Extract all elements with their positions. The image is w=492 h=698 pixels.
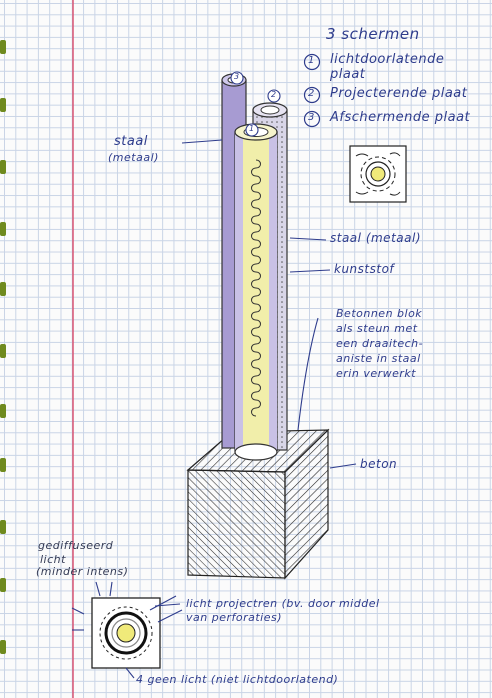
block-note: Betonnen blok als steun met een draaitec… xyxy=(336,308,423,379)
legend-item-1-number: 1 xyxy=(308,55,315,66)
legend-item-1-text: lichtdoorlatende plaat xyxy=(330,52,480,82)
tube-1-number: 1 xyxy=(249,124,255,133)
label-diffuse-2: licht xyxy=(40,553,66,566)
legend-item-1-label: lichtdoorlatende plaat xyxy=(330,52,445,82)
legend-item-3-number: 3 xyxy=(308,112,315,123)
label-projection-2: van perforaties) xyxy=(186,611,283,624)
tube-number-markers xyxy=(230,71,281,137)
tube-3-number: 3 xyxy=(234,72,240,81)
label-staal-left: staal xyxy=(114,134,148,149)
tube-1 xyxy=(234,123,278,461)
label-no-light: 4 geen licht (niet lichtdoorlatend) xyxy=(136,673,339,686)
legend-circles xyxy=(303,53,321,128)
legend-item-2-number: 2 xyxy=(308,88,315,99)
label-kunststof: kunststof xyxy=(334,262,395,276)
top-view-small xyxy=(349,145,407,203)
label-diffuse-1: gediffuseerd xyxy=(38,539,114,552)
concrete-block xyxy=(186,428,330,580)
label-staal-right: staal (metaal) xyxy=(330,231,421,245)
leader-lines xyxy=(71,139,357,679)
label-diffuse-3: (minder intens) xyxy=(36,565,129,578)
label-projection-1: licht projectren (bv. door middel xyxy=(186,597,380,610)
block-note-line-2: als steun met xyxy=(336,322,418,335)
filament-coil xyxy=(251,159,261,417)
legend-item-2-text: Projecterende plaat xyxy=(330,86,468,101)
legend-item-3-text: Afschermende plaat xyxy=(330,110,471,125)
tube-2-number: 2 xyxy=(271,90,277,99)
binder-tabs xyxy=(0,40,6,654)
block-note-line-5: erin verwerkt xyxy=(336,367,417,380)
top-view-large xyxy=(91,597,161,669)
label-beton: beton xyxy=(360,457,398,471)
block-note-line-3: een draaitech- xyxy=(336,337,424,350)
block-note-line-1: Betonnen blok xyxy=(336,307,423,320)
block-note-line-4: aniste in staal xyxy=(336,352,421,365)
label-staal-left-sub: (metaal) xyxy=(108,151,159,164)
legend-heading: 3 schermen xyxy=(326,25,420,43)
